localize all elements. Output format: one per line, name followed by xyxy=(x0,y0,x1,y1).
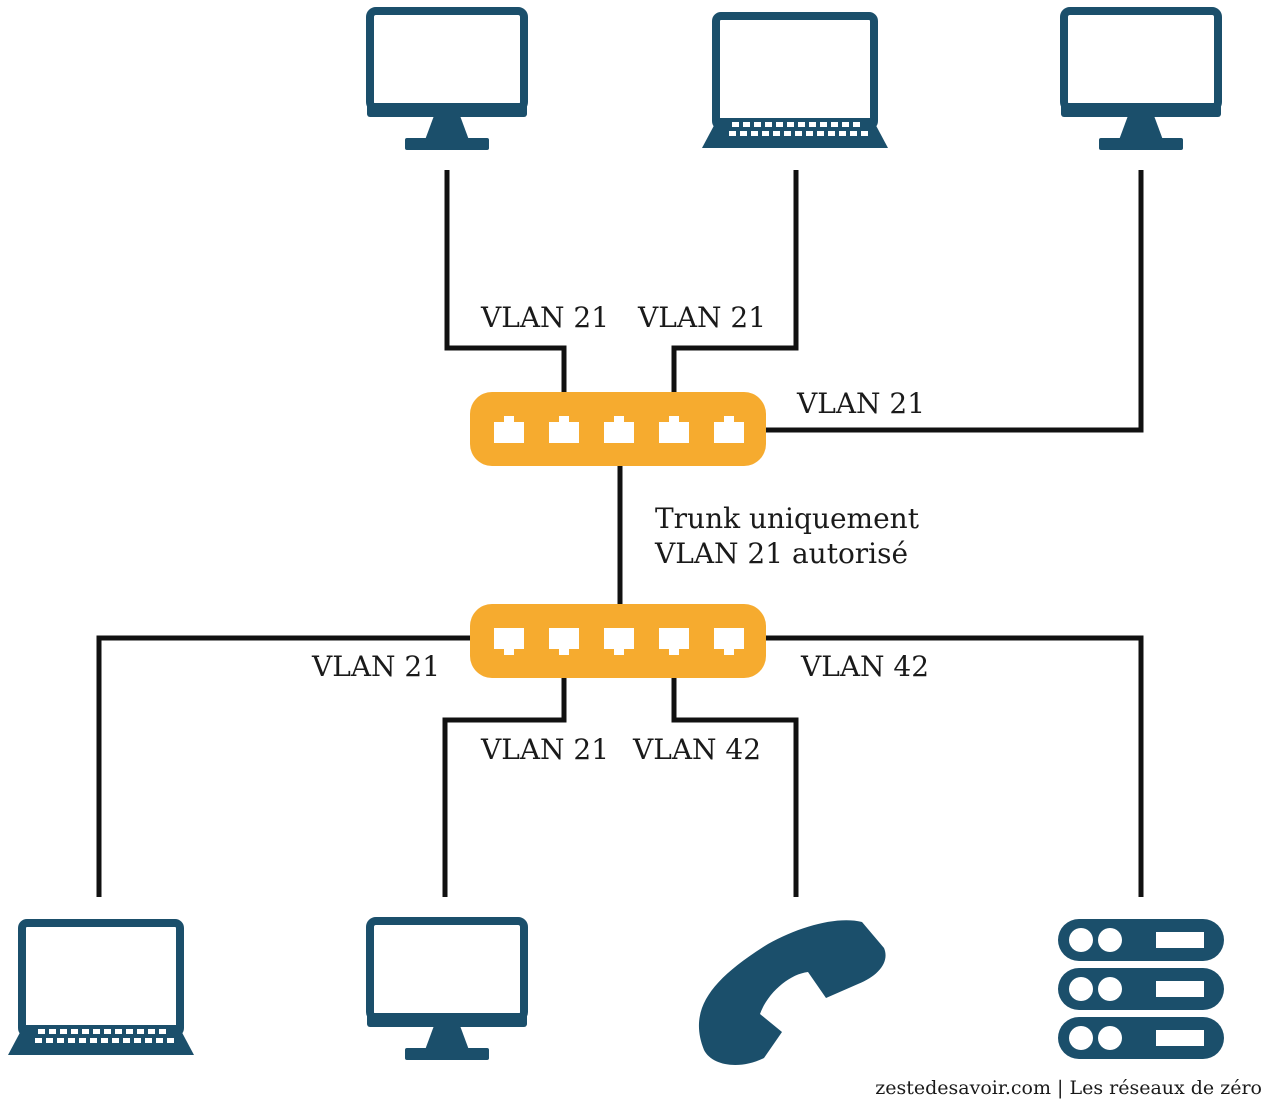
label-top-port2: VLAN 21 xyxy=(480,301,609,334)
monitor-icon xyxy=(367,11,527,150)
wires xyxy=(96,170,1144,897)
phone-icon xyxy=(698,920,886,1065)
label-trunk-line1: Trunk uniquement xyxy=(655,502,920,535)
monitor-icon xyxy=(1061,11,1221,150)
wire-bottom-1 xyxy=(96,635,508,897)
switch-bottom-icon xyxy=(470,604,766,678)
laptop-icon xyxy=(702,16,888,148)
label-bottom-port4: VLAN 42 xyxy=(632,733,761,766)
switch-top-icon xyxy=(470,392,766,466)
wire-bottom-4 xyxy=(730,635,1144,897)
label-bottom-port2: VLAN 21 xyxy=(480,733,609,766)
wire-top-left xyxy=(444,170,567,428)
server-icon xyxy=(1058,919,1224,1059)
wire-bottom-3 xyxy=(671,640,799,897)
wire-top-right xyxy=(730,170,1144,433)
label-trunk-line2: VLAN 21 autorisé xyxy=(654,537,908,570)
label-top-port4: VLAN 21 xyxy=(637,301,766,334)
monitor-icon xyxy=(367,921,527,1060)
laptop-icon xyxy=(8,923,194,1055)
label-bottom-port5: VLAN 42 xyxy=(800,650,929,683)
label-bottom-port1: VLAN 21 xyxy=(311,650,440,683)
wire-top-middle xyxy=(671,170,799,428)
label-top-port5: VLAN 21 xyxy=(796,387,925,420)
wire-bottom-2 xyxy=(442,640,567,897)
credit: zestedesavoir.com | Les réseaux de zéro xyxy=(875,1077,1262,1099)
